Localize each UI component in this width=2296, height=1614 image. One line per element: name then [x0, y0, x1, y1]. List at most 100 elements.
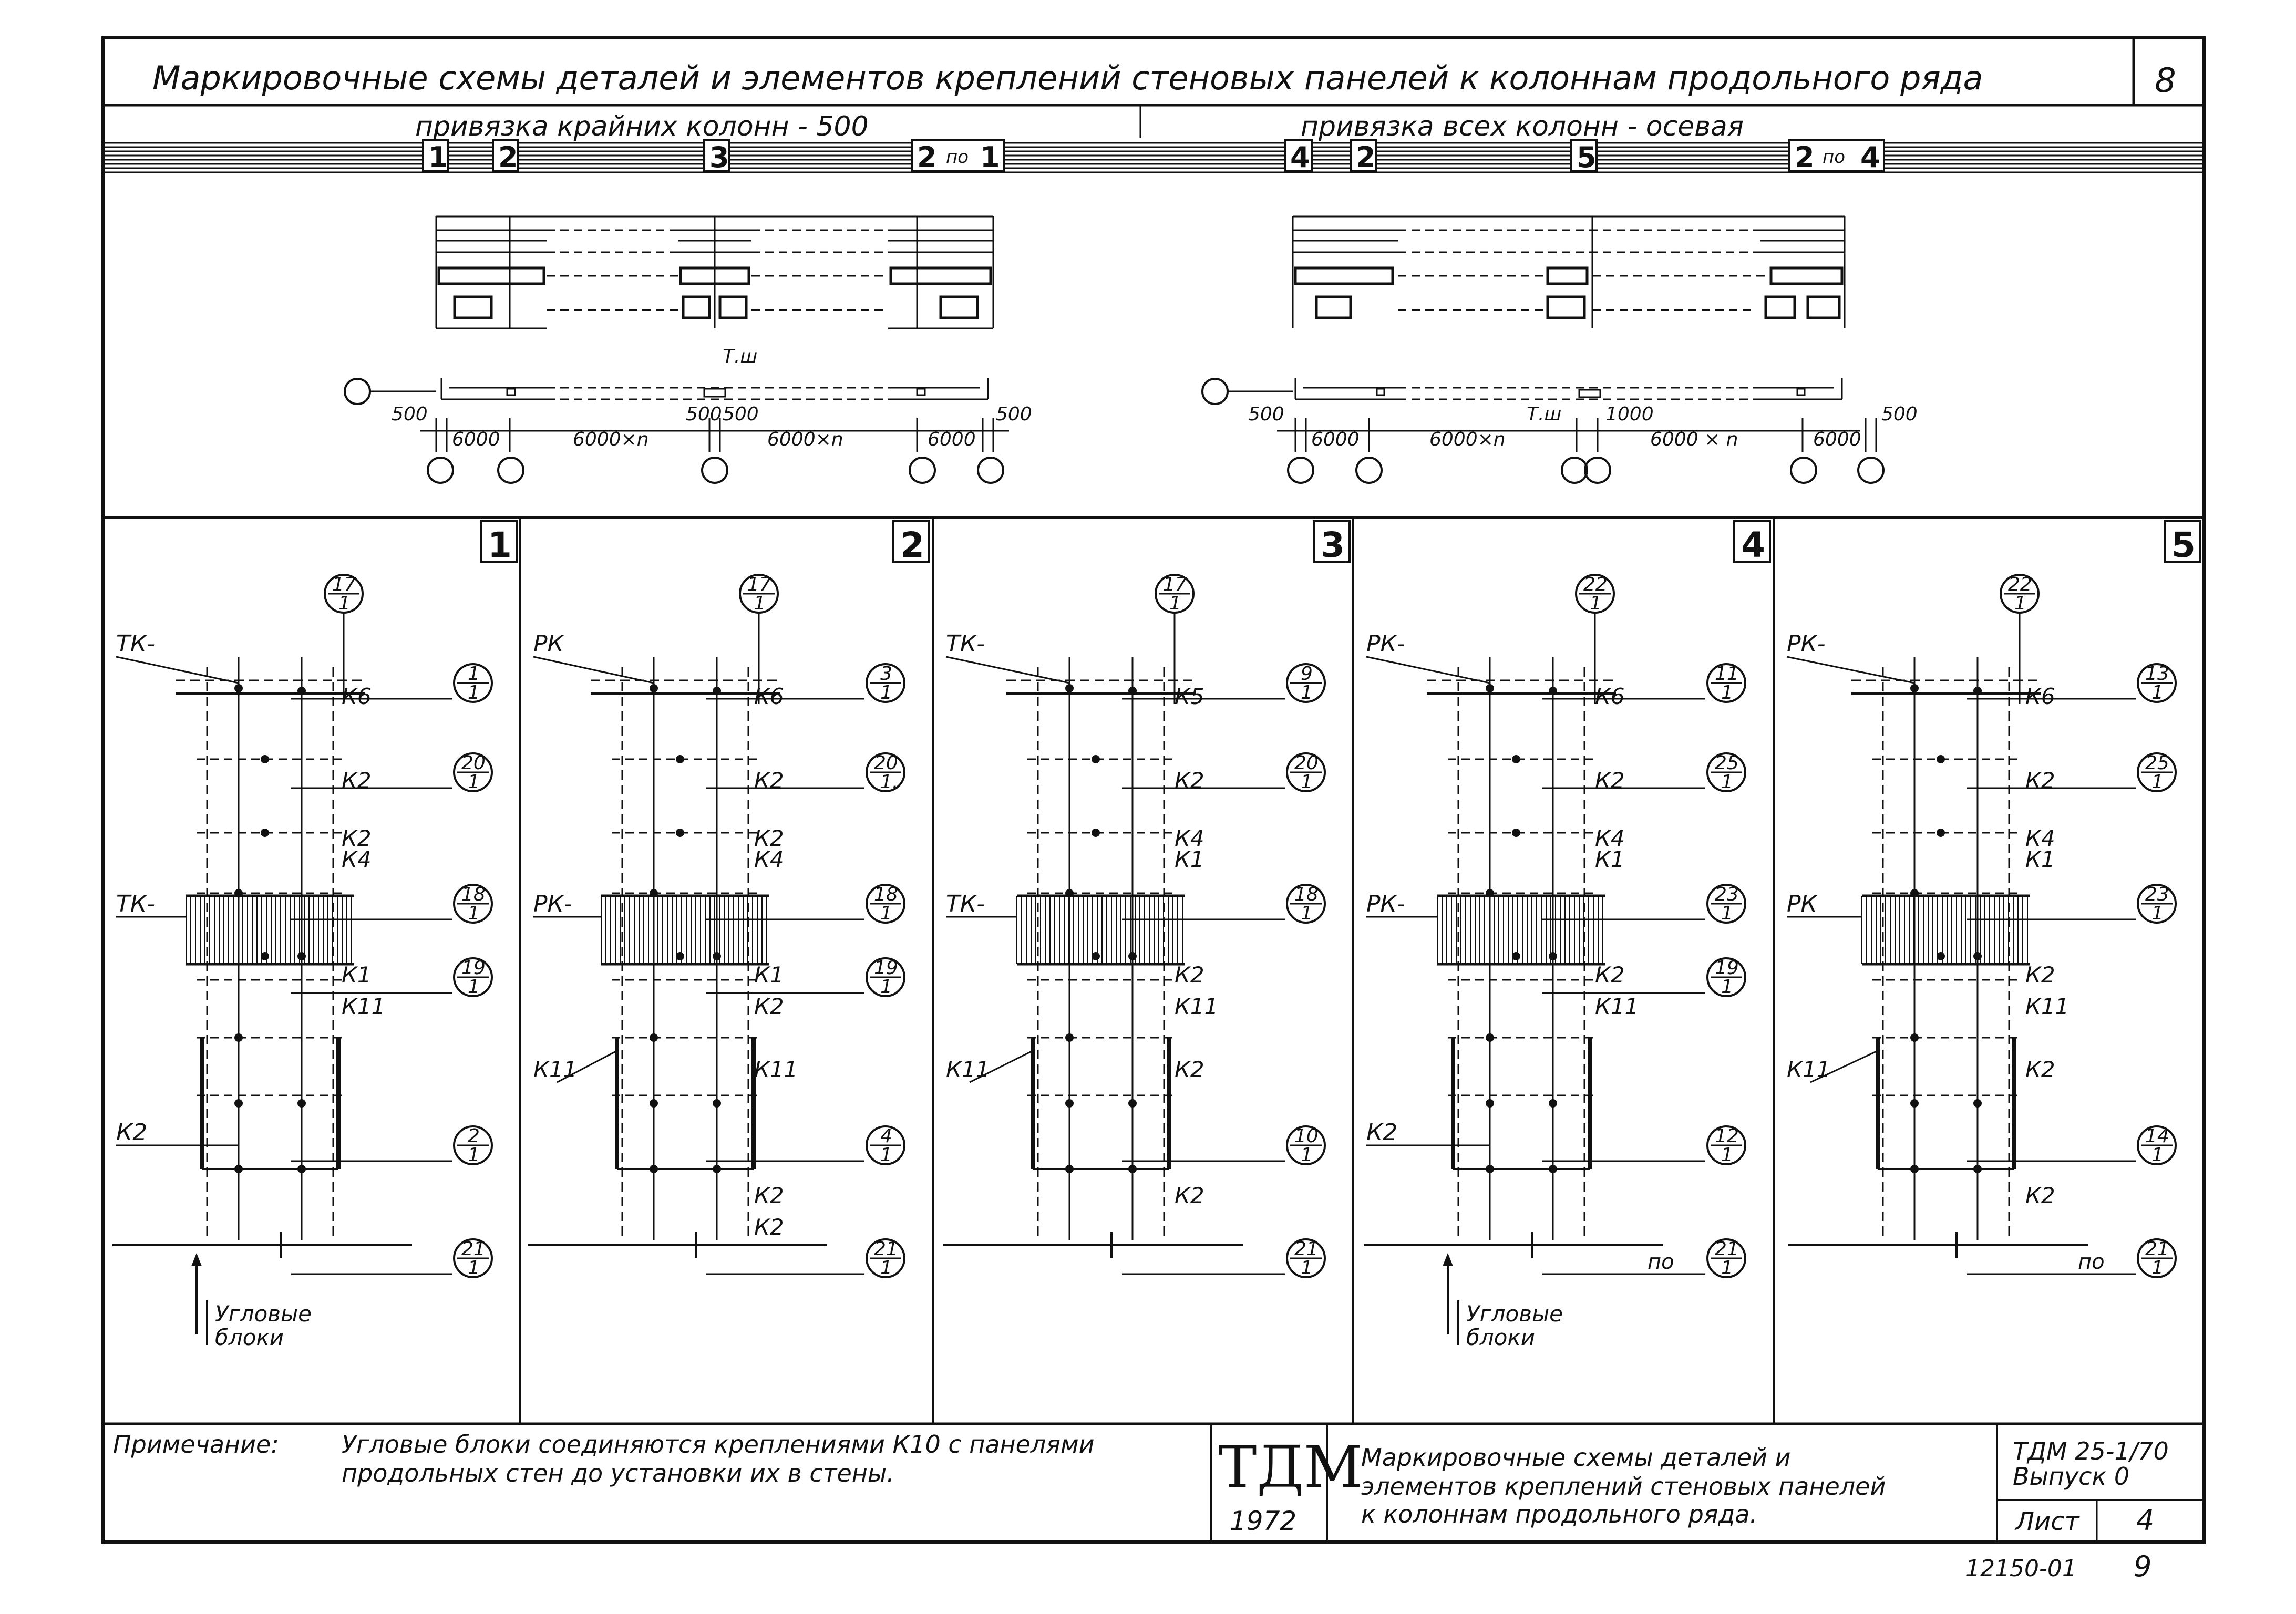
- fastener-dot: [713, 687, 721, 695]
- corner-blocks-label-2: блоки: [1466, 1325, 1535, 1350]
- bubble-sheet: 1: [880, 903, 892, 924]
- leader-line: [557, 1050, 617, 1083]
- bubble-number: 1: [468, 663, 480, 685]
- label-k4: К4: [754, 846, 784, 872]
- label-left-mid: ТК-: [116, 891, 155, 917]
- note-line-2: продольных стен до установки их в стены.: [342, 1459, 894, 1487]
- leader-line: [945, 656, 1070, 684]
- bubble-sheet: 1: [880, 1144, 892, 1166]
- fastener-dot: [234, 1099, 243, 1108]
- tag-po: по: [946, 147, 969, 168]
- label-k4: К4: [2025, 825, 2055, 851]
- label-k2d: К2: [2025, 1057, 2055, 1082]
- fastener-dot: [1910, 1033, 1919, 1042]
- fastener-dot: [1910, 684, 1919, 692]
- bubble-number: 25: [2145, 752, 2169, 774]
- fastener-dot: [1092, 952, 1100, 960]
- left-dim-a: 500: [392, 404, 428, 425]
- label-k1: К1: [342, 962, 372, 988]
- fastener-dot: [1512, 755, 1520, 763]
- fastener-dot: [1092, 755, 1100, 763]
- tag-3: 3: [709, 141, 729, 174]
- label-k2b: К2: [754, 825, 784, 851]
- label-k2a: К2: [1595, 768, 1625, 793]
- label-k2c: К2: [754, 994, 784, 1019]
- label-k2d: К2: [754, 1183, 784, 1208]
- bubble-number: 20: [1294, 752, 1319, 774]
- left-dim-c: 6000×n: [573, 429, 649, 450]
- right-dim-a: 500: [1248, 404, 1284, 425]
- bubble-sheet: 1: [2151, 903, 2164, 924]
- fastener-dot: [234, 1165, 243, 1173]
- fastener-dot: [297, 1165, 306, 1173]
- leader-line: [116, 656, 239, 684]
- fastener-dot: [1092, 829, 1100, 837]
- bubble-sheet: 1: [1301, 903, 1313, 924]
- fastener-dot: [261, 755, 269, 763]
- fastener-dot: [1128, 687, 1137, 695]
- fastener-dot: [676, 829, 684, 837]
- bubble-number: 3: [880, 663, 892, 685]
- fastener-dot: [1937, 952, 1945, 960]
- bubble-sheet: 1: [880, 682, 892, 703]
- bubble-number: 12: [1715, 1125, 1739, 1147]
- fastener-dot: [1486, 889, 1494, 897]
- bubble-sheet: 1: [1721, 903, 1733, 924]
- left-plan-tags: 1 2 3 2 по 1: [422, 139, 1005, 174]
- fastener-dot: [297, 952, 306, 960]
- fastener-dot: [1128, 952, 1137, 960]
- fastener-dot: [713, 1165, 721, 1173]
- label-left-top: РК-: [1787, 630, 1826, 657]
- label-k6: К6: [342, 684, 372, 709]
- label-k11b: К11: [1175, 994, 1218, 1019]
- bubble-number: 22: [2008, 574, 2032, 595]
- bubble-number: 20: [874, 752, 898, 774]
- label-left-mid: РК-: [1366, 891, 1405, 917]
- bubble-number: 21: [1294, 1238, 1319, 1260]
- right-dim-h: 500: [1881, 404, 1918, 425]
- panel-number-box: [1313, 520, 1351, 563]
- fastener-dot: [1549, 687, 1557, 695]
- tag-4: 4: [1290, 141, 1310, 174]
- bubble-number: 25: [1715, 752, 1739, 774]
- bubble-sheet: 1: [1721, 771, 1733, 793]
- bubble-sheet: 1: [1590, 593, 1602, 614]
- fastener-dot: [650, 1033, 658, 1042]
- label-left-mid: ТК-: [946, 891, 985, 917]
- label-left-k11: К11: [1787, 1057, 1830, 1082]
- bubble-sheet: 1: [1301, 1257, 1313, 1279]
- bubble-number: 21: [874, 1238, 898, 1260]
- bubble-number: 13: [2145, 663, 2169, 685]
- fastener-dot: [1973, 687, 1982, 695]
- bubble-sheet: 1: [754, 593, 766, 614]
- right-dim-c: 6000×n: [1429, 429, 1506, 450]
- label-k2e: К2: [1175, 1183, 1204, 1208]
- bubble-sheet: 1: [2151, 1144, 2164, 1166]
- fastener-dot: [1910, 889, 1919, 897]
- arrow-head: [191, 1253, 202, 1266]
- bubble-sheet: 1: [1169, 593, 1181, 614]
- bubble-sheet: 1: [880, 976, 892, 998]
- label-left-mid: РК-: [533, 891, 572, 917]
- fastener-dot: [713, 952, 721, 960]
- corner-blocks-label-1: Угловые: [1466, 1301, 1563, 1327]
- bubble-sheet: 1.: [880, 771, 898, 793]
- tag-1: 1: [428, 141, 448, 174]
- fastener-dot: [261, 829, 269, 837]
- panel-number-box: [892, 520, 930, 563]
- titleblock-year: 1972: [1230, 1506, 1296, 1536]
- titleblock-code: ТДМ 25-1/70: [2013, 1437, 2169, 1465]
- panel-number: 3: [1321, 525, 1345, 565]
- right-tsh: Т.ш: [1527, 404, 1561, 425]
- label-left-k2: К2: [1366, 1119, 1397, 1146]
- fastener-dot: [1973, 1165, 1982, 1173]
- right-dim-g: 6000: [1813, 429, 1861, 450]
- bubble-number: 20: [461, 752, 486, 774]
- note-line-1: Угловые блоки соединяются креплениями К1…: [342, 1430, 1095, 1458]
- fastener-dot: [1549, 1165, 1557, 1173]
- bubble-sheet: 1: [1721, 1144, 1733, 1166]
- right-dim-b: 6000: [1311, 429, 1360, 450]
- left-dim-d: 500: [686, 404, 722, 425]
- bubble-number: 4: [880, 1125, 892, 1147]
- bubble-number: 17: [332, 574, 356, 595]
